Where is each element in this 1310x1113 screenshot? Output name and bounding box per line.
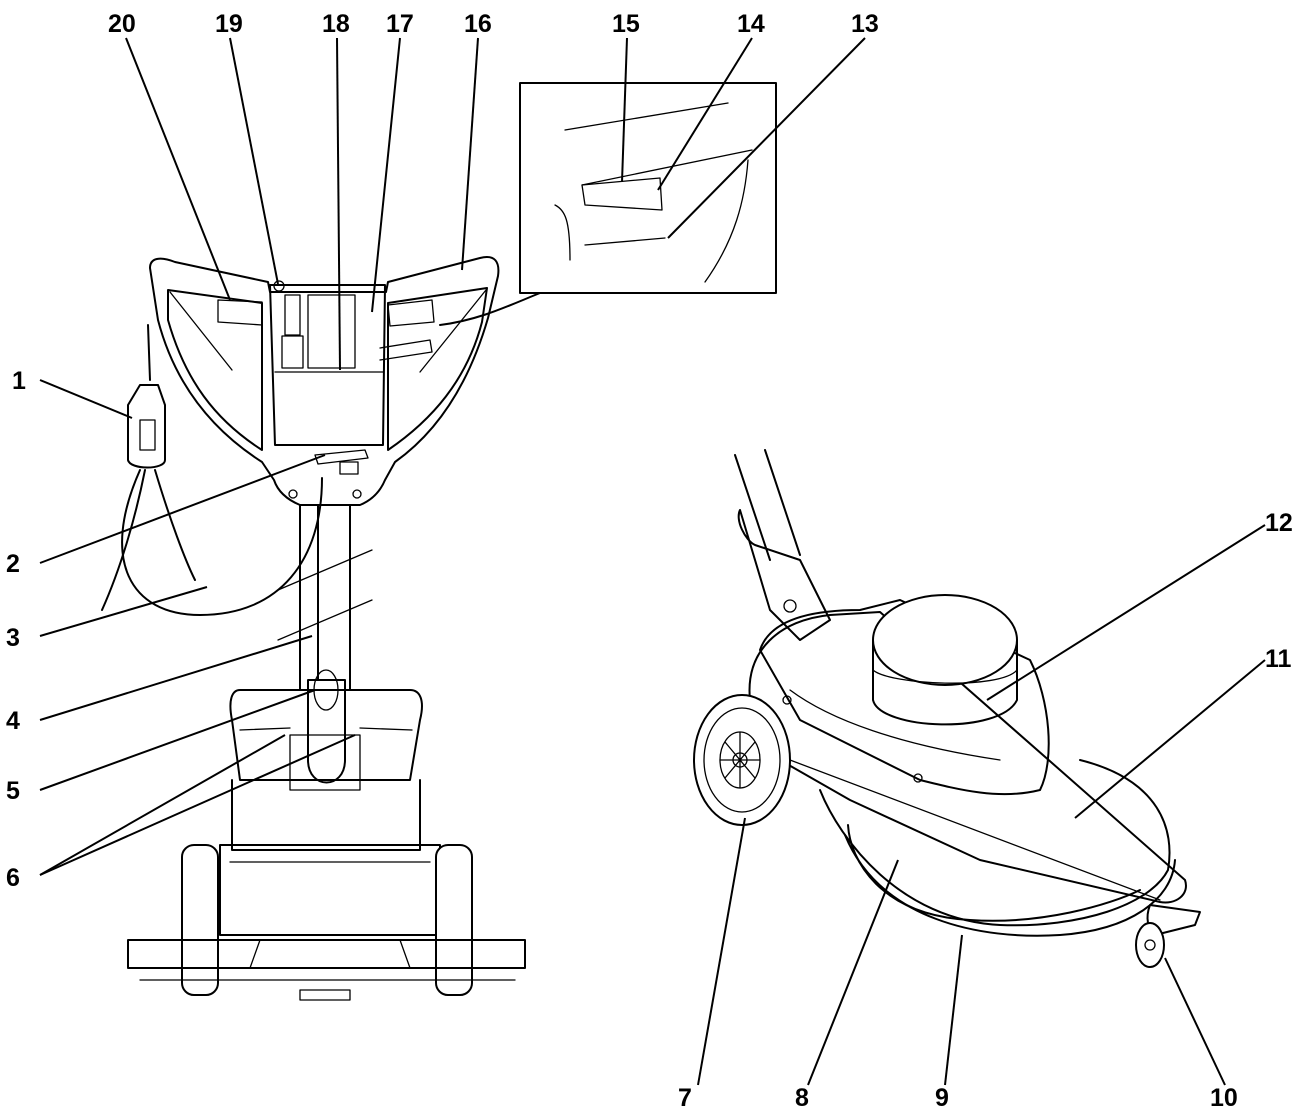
callout-14: 14 (737, 10, 765, 38)
leader-5 (39, 689, 316, 791)
leader-14 (657, 37, 753, 191)
callout-11: 11 (1265, 645, 1292, 673)
callout-12: 12 (1265, 509, 1293, 537)
leader-6a (39, 734, 286, 876)
callout-7: 7 (678, 1084, 692, 1112)
leader-18 (336, 37, 341, 371)
callout-15: 15 (612, 10, 640, 38)
callout-8: 8 (795, 1084, 809, 1112)
callout-17: 17 (386, 10, 414, 38)
leader-8 (807, 859, 899, 1086)
leader-4 (39, 635, 313, 721)
leader-17 (371, 37, 401, 313)
leader-20 (125, 37, 231, 301)
callout-5: 5 (6, 777, 20, 805)
perspective-view-machine (693, 449, 1201, 968)
callout-19: 19 (215, 10, 243, 38)
callout-4: 4 (6, 707, 20, 735)
leader-7 (697, 817, 746, 1086)
callout-16: 16 (464, 10, 492, 38)
callout-2: 2 (6, 550, 20, 578)
leader-16 (461, 37, 479, 271)
leader-10 (1164, 957, 1226, 1086)
leader-1 (39, 379, 133, 419)
leader-6b (39, 734, 356, 876)
callout-labels: 1 2 3 4 5 6 7 8 9 10 11 12 13 14 15 16 1… (6, 10, 1293, 1112)
leader-9 (944, 934, 963, 1086)
callout-6: 6 (6, 864, 20, 892)
leader-13 (667, 37, 866, 239)
leader-lines (39, 37, 1266, 1086)
leader-12 (986, 524, 1266, 701)
callout-20: 20 (108, 10, 136, 38)
callout-18: 18 (322, 10, 350, 38)
callout-10: 10 (1210, 1084, 1238, 1112)
callout-9: 9 (935, 1084, 949, 1112)
front-view-machine (101, 256, 526, 1001)
leader-15 (621, 37, 628, 183)
callout-13: 13 (851, 10, 879, 38)
leader-19 (229, 37, 279, 285)
leader-3 (39, 586, 208, 637)
inset-detail-box (439, 82, 777, 326)
callout-3: 3 (6, 624, 20, 652)
leader-2 (39, 454, 326, 564)
leader-11 (1074, 659, 1266, 819)
callout-1: 1 (12, 367, 26, 395)
